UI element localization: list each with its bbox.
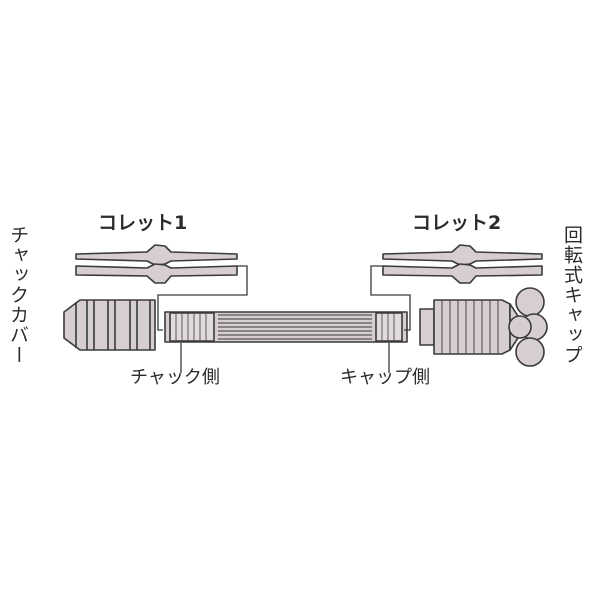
collet-2	[382, 244, 543, 284]
collet-1-label: コレット1	[98, 212, 188, 234]
rotating-cap	[419, 287, 548, 367]
collet-1-leader	[157, 265, 248, 331]
collet-1	[75, 244, 238, 284]
chuck-cover-label: チャックカバー	[7, 225, 29, 365]
handle-body	[164, 311, 408, 343]
rotating-cap-label: 回転式キャップ	[561, 225, 583, 365]
collet-2-leader	[370, 265, 411, 331]
leader-lines	[157, 265, 411, 373]
chuck-cover	[63, 299, 156, 351]
collet-2-label: コレット2	[412, 212, 502, 234]
chuck-side-label: チャック側	[130, 367, 220, 388]
cap-side-label: キャップ側	[340, 367, 430, 388]
